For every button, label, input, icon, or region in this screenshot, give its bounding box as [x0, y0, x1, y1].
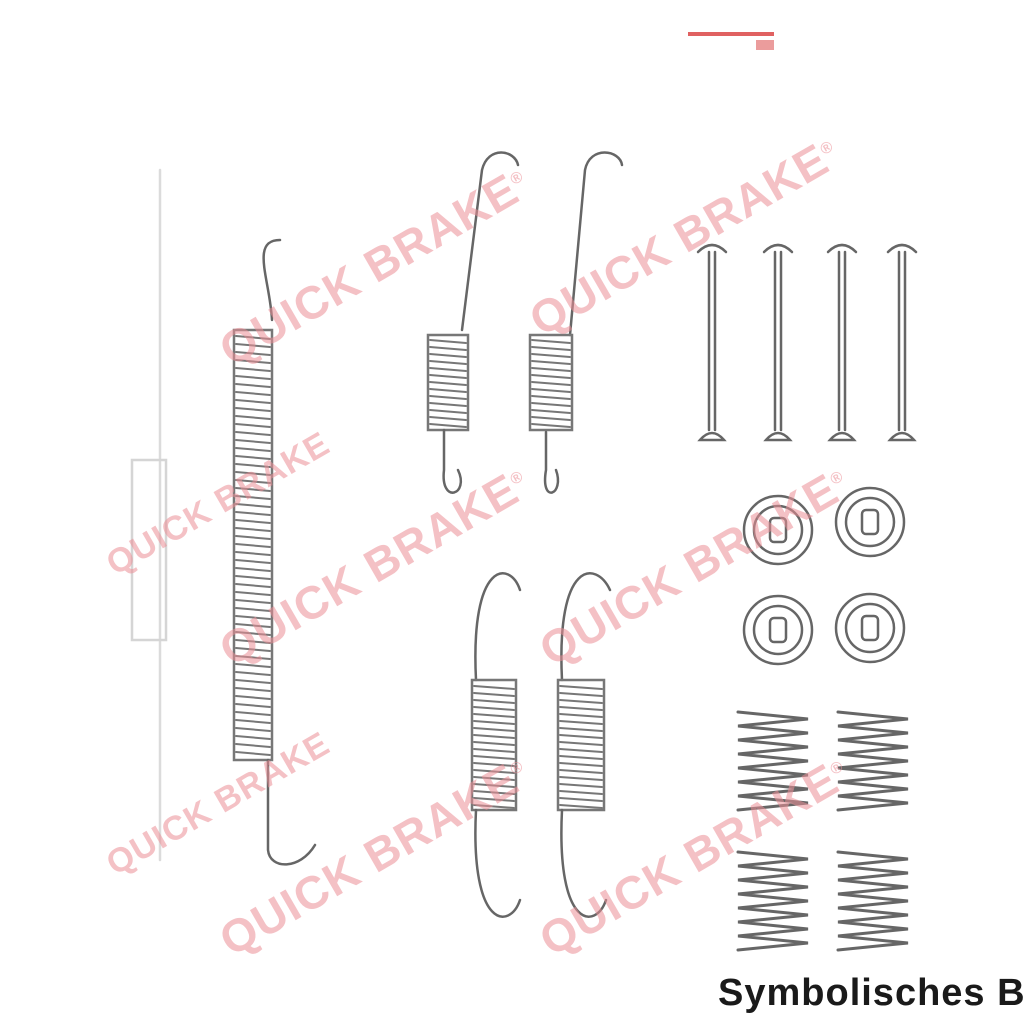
coil-spring	[836, 850, 909, 952]
brand-logo-fragment	[688, 32, 774, 50]
caption-symbolic-image: Symbolisches Bild	[718, 972, 1024, 1014]
long-spring	[232, 238, 317, 866]
coil-spring	[836, 710, 909, 812]
spring-cup	[742, 494, 814, 566]
medium-spring	[470, 572, 522, 918]
spring-cup	[834, 486, 906, 558]
short-spring-hook	[528, 151, 624, 494]
coil-spring	[736, 710, 809, 812]
retaining-pin	[886, 243, 918, 442]
retaining-pin	[762, 243, 794, 442]
medium-spring	[556, 572, 612, 918]
spring-cup	[834, 592, 906, 664]
coil-spring	[736, 850, 809, 952]
short-spring-hook	[426, 151, 520, 494]
adjuster-bar	[130, 168, 168, 862]
retaining-pin	[826, 243, 858, 442]
spring-cup	[742, 594, 814, 666]
retaining-pin	[696, 243, 728, 442]
